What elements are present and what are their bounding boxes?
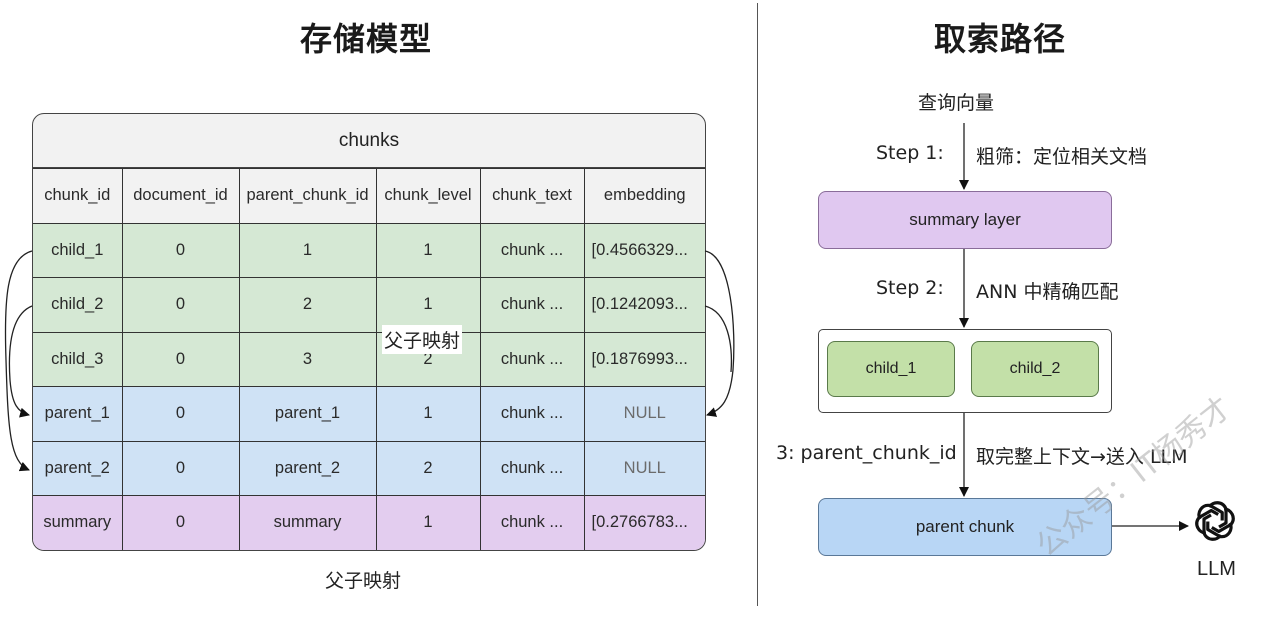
cell: 0 bbox=[121, 495, 240, 550]
retrieval-path-title: 取索路径 bbox=[934, 20, 1067, 58]
storage-model-title: 存储模型 bbox=[300, 20, 433, 58]
cell: [0.4566329... bbox=[583, 222, 705, 278]
llm-label: LLM bbox=[1197, 558, 1236, 580]
child-results-container: child_1 child_2 bbox=[818, 329, 1112, 413]
cell: summary bbox=[33, 495, 123, 550]
cell: chunk ... bbox=[479, 331, 585, 387]
cell: chunk ... bbox=[479, 386, 585, 442]
cell: child_3 bbox=[33, 331, 123, 387]
table-row: child_3 0 3 2 chunk ... [0.1876993... bbox=[33, 331, 705, 387]
cell: parent_1 bbox=[238, 386, 377, 442]
table-row: parent_1 0 parent_1 1 chunk ... NULL bbox=[33, 386, 705, 442]
summary-layer-box: summary layer bbox=[818, 191, 1112, 249]
cell: parent_2 bbox=[33, 440, 123, 496]
cell: 1 bbox=[238, 222, 377, 278]
table-row: child_2 0 2 1 chunk ... [0.1242093... bbox=[33, 277, 705, 333]
cell: NULL bbox=[583, 440, 705, 496]
table-name: chunks bbox=[33, 114, 705, 168]
header-row: chunk_id document_id parent_chunk_id chu… bbox=[33, 168, 705, 224]
table-row: parent_2 0 parent_2 2 chunk ... NULL bbox=[33, 440, 705, 496]
openai-logo-icon bbox=[1195, 501, 1235, 541]
cell: 0 bbox=[121, 222, 240, 278]
step2-desc: ANN 中精确匹配 bbox=[976, 281, 1119, 303]
cell: 0 bbox=[121, 277, 240, 333]
table-row: child_1 0 1 1 chunk ... [0.4566329... bbox=[33, 222, 705, 278]
cell: 1 bbox=[375, 386, 481, 442]
cell: [0.1876993... bbox=[583, 331, 705, 387]
table-row: summary 0 summary 1 chunk ... [0.2766783… bbox=[33, 495, 705, 550]
parent-chunk-box: parent chunk bbox=[818, 498, 1112, 556]
column-header: embedding bbox=[583, 168, 705, 224]
panel-divider bbox=[757, 3, 758, 606]
table-caption: 父子映射 bbox=[325, 570, 402, 592]
chunks-table: chunks chunk_id document_id parent_chunk… bbox=[32, 113, 706, 551]
cell: 0 bbox=[121, 386, 240, 442]
cell: [0.2766783... bbox=[583, 495, 705, 550]
cell: chunk ... bbox=[479, 495, 585, 550]
cell: 2 bbox=[238, 277, 377, 333]
cell: parent_2 bbox=[238, 440, 377, 496]
cell: summary bbox=[238, 495, 377, 550]
query-vector-label: 查询向量 bbox=[918, 92, 995, 114]
step3-desc: 取完整上下文→送入 LLM bbox=[976, 446, 1188, 468]
cell: parent_1 bbox=[33, 386, 123, 442]
column-header: chunk_text bbox=[479, 168, 585, 224]
step3-label: 3: parent_chunk_id bbox=[776, 442, 957, 464]
cell: 1 bbox=[375, 495, 481, 550]
child-box: child_1 bbox=[827, 341, 955, 397]
cell: 3 bbox=[238, 331, 377, 387]
mapping-curve-right-child1 bbox=[704, 250, 735, 417]
parent-child-mapping-label: 父子映射 bbox=[382, 325, 463, 354]
cell: [0.1242093... bbox=[583, 277, 705, 333]
mapping-curve-right-child2 bbox=[704, 305, 733, 373]
cell: 1 bbox=[375, 277, 481, 333]
child-box: child_2 bbox=[971, 341, 1099, 397]
column-header: parent_chunk_id bbox=[238, 168, 377, 224]
cell: 1 bbox=[375, 222, 481, 278]
cell: child_2 bbox=[33, 277, 123, 333]
cell: 0 bbox=[121, 331, 240, 387]
column-header: chunk_id bbox=[33, 168, 123, 224]
cell: chunk ... bbox=[479, 277, 585, 333]
cell: 2 bbox=[375, 440, 481, 496]
cell: chunk ... bbox=[479, 440, 585, 496]
step1-desc: 粗筛：定位相关文档 bbox=[976, 146, 1148, 168]
step1-label: Step 1: bbox=[876, 142, 944, 164]
column-header: document_id bbox=[121, 168, 240, 224]
step2-label: Step 2: bbox=[876, 277, 944, 299]
cell: chunk ... bbox=[479, 222, 585, 278]
column-header: chunk_level bbox=[375, 168, 481, 224]
mapping-curve-child2-parent1 bbox=[8, 305, 33, 418]
cell: 0 bbox=[121, 440, 240, 496]
cell: NULL bbox=[583, 386, 705, 442]
cell: child_1 bbox=[33, 222, 123, 278]
mapping-curve-child1-parent2 bbox=[4, 250, 33, 472]
